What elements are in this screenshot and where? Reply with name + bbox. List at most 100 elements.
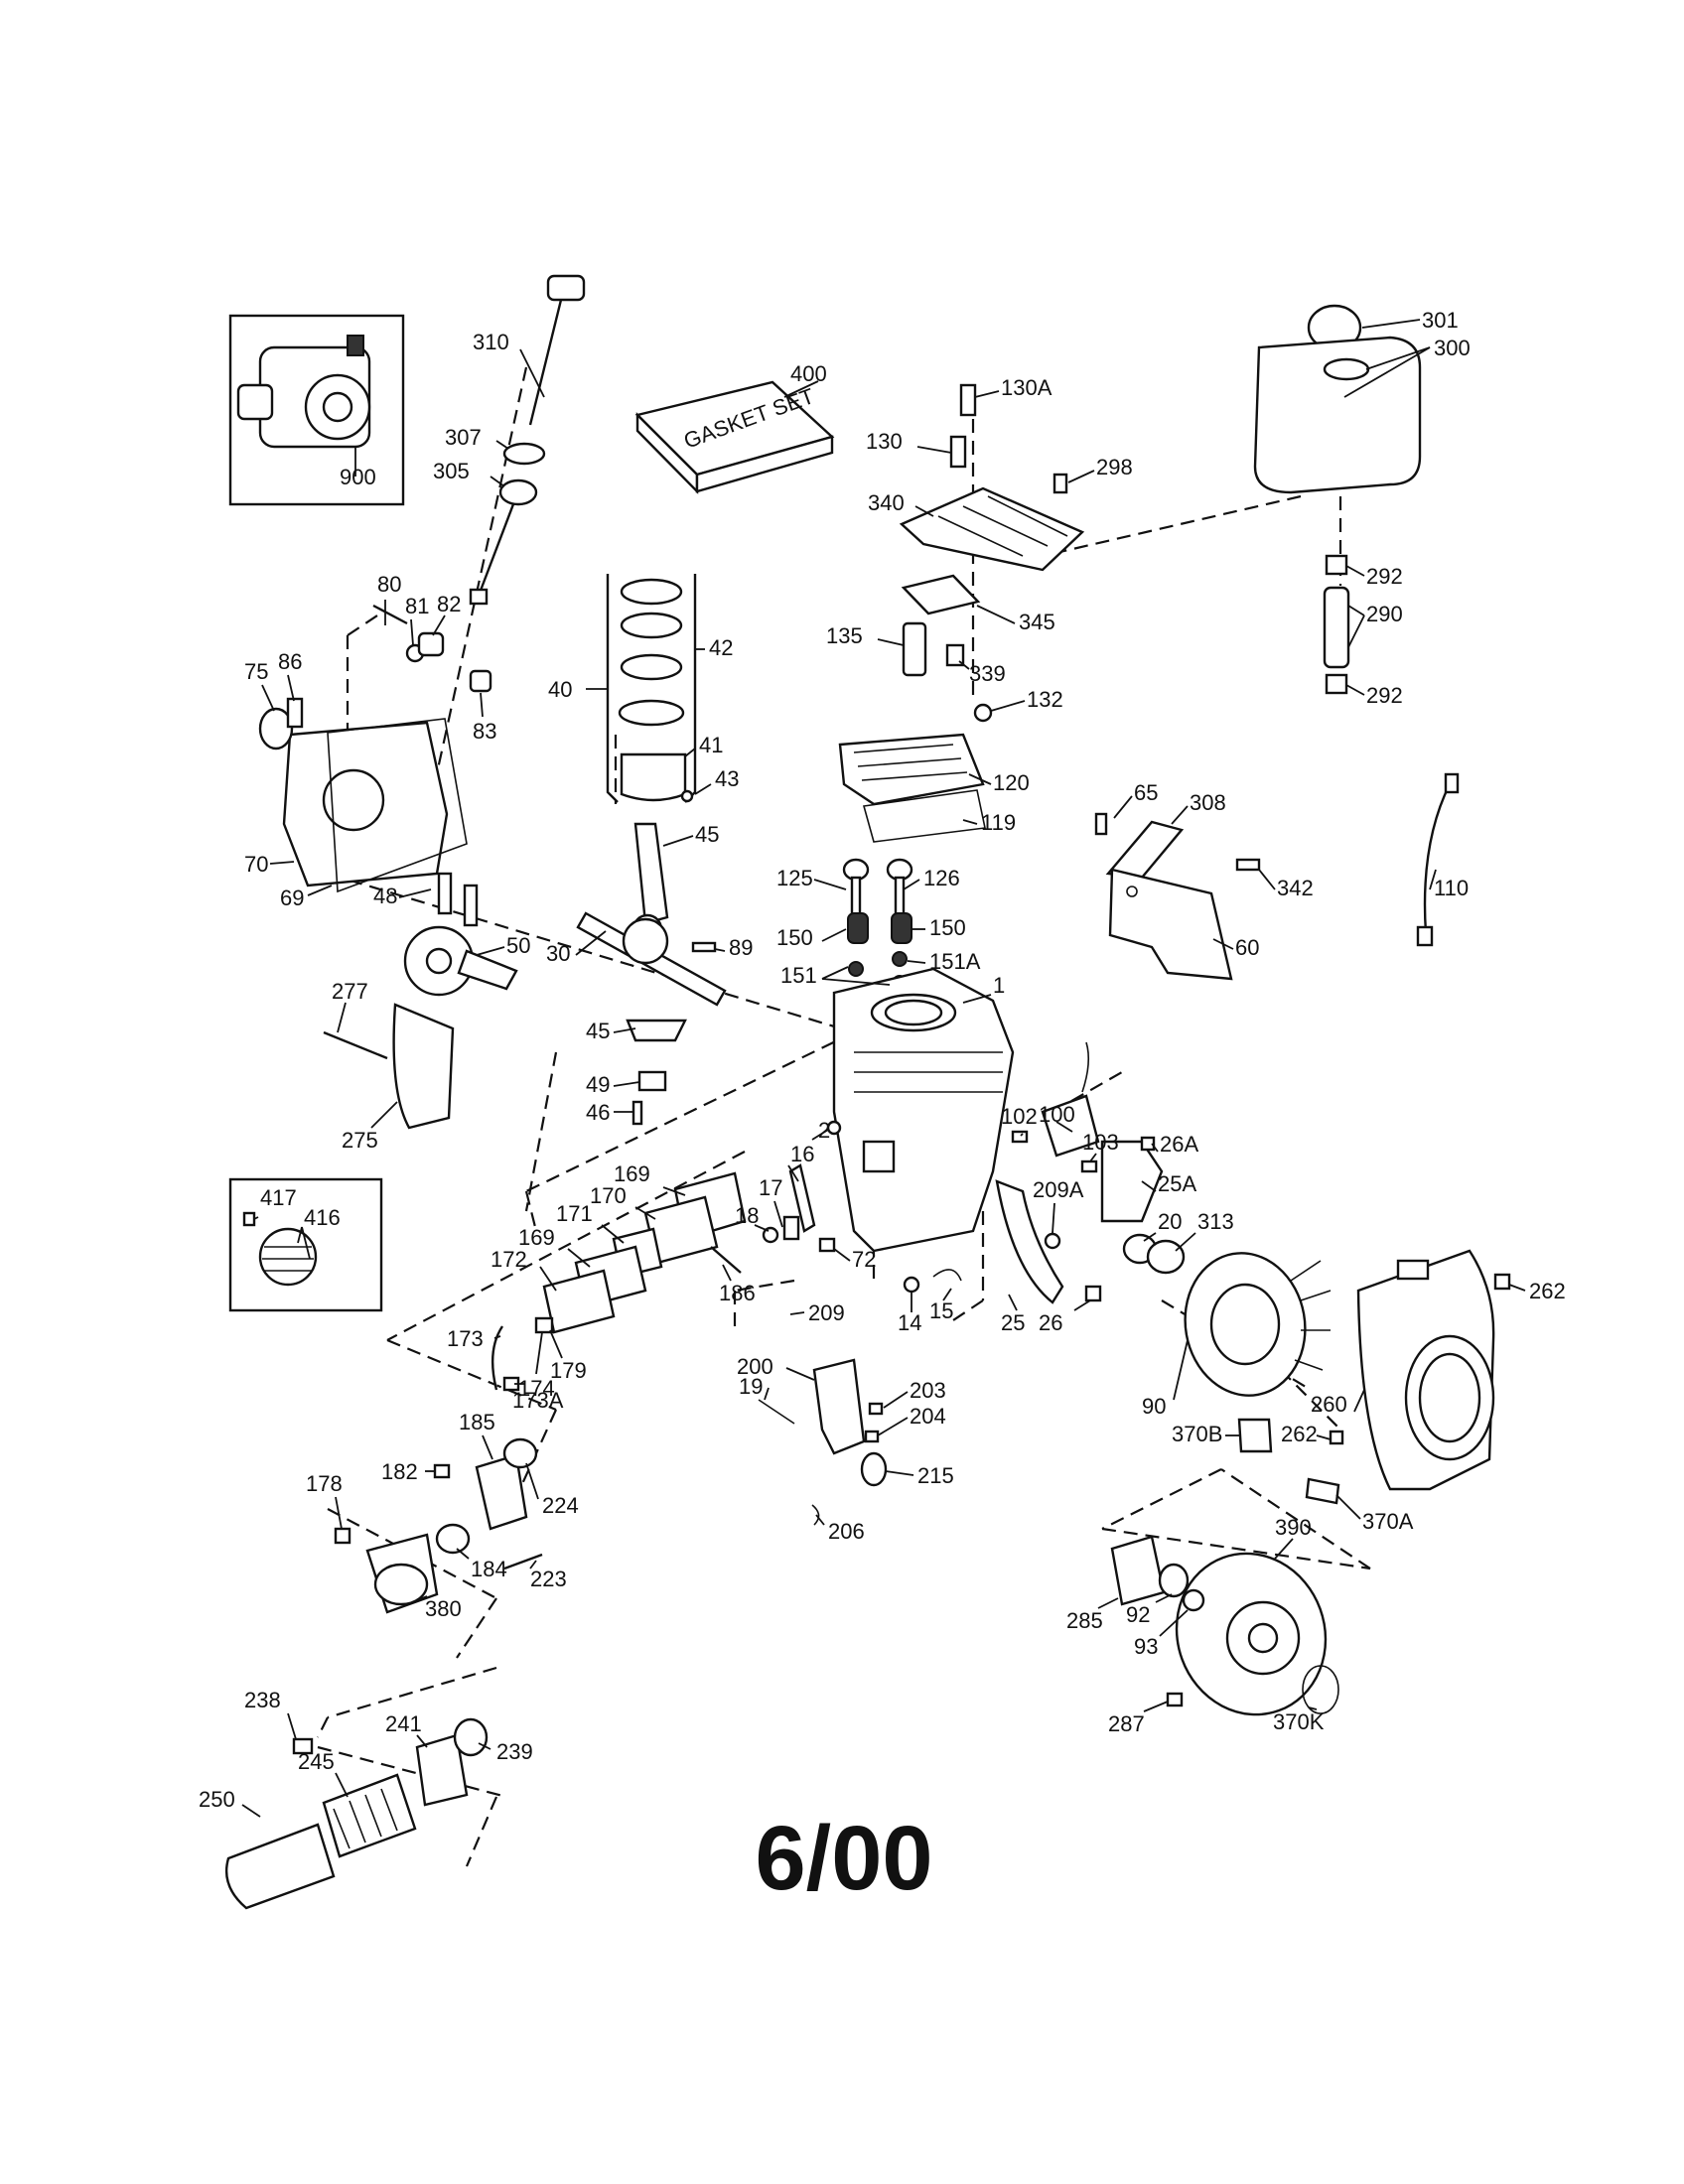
label-224: 224 [542,1493,579,1518]
cylinder-head [838,733,986,843]
cylinder-head-shield [899,486,1085,615]
label-298: 298 [1096,455,1133,479]
part-labels: 900 310 307 305 400 130A 130 298 340 345… [199,308,1566,1812]
label-340: 340 [868,490,905,515]
label-150: 150 [776,925,813,950]
label-18: 18 [735,1203,759,1228]
label-290: 290 [1366,602,1403,626]
label-173: 173 [447,1326,484,1351]
label-45: 45 [695,822,719,847]
label-82: 82 [437,592,461,616]
ignition-module [1011,1041,1100,1173]
label-86: 86 [278,649,302,674]
label-19: 19 [739,1374,763,1399]
label-173A: 173A [512,1388,564,1413]
label-81: 81 [405,594,429,618]
flywheel [1184,1252,1332,1397]
label-130A: 130A [1001,375,1052,400]
label-239: 239 [496,1739,533,1764]
label-110: 110 [1434,876,1469,900]
inset-box-900 [228,314,405,506]
label-307: 307 [445,425,482,450]
label-75: 75 [244,659,268,684]
label-1: 1 [993,973,1005,998]
label-215: 215 [917,1463,954,1488]
label-100: 100 [1039,1102,1075,1127]
shroud-bolts [1329,1273,1511,1445]
label-262: 262 [1529,1279,1566,1303]
spark-plug [902,621,993,723]
label-417: 417 [260,1185,297,1210]
label-185: 185 [459,1410,495,1434]
label-305: 305 [433,459,470,483]
ground-wire [1416,772,1460,947]
label-69: 69 [280,886,304,910]
label-900: 900 [340,465,376,489]
label-186: 186 [719,1281,756,1305]
engine-assembly-illustration [236,335,371,449]
label-370B: 370B [1172,1422,1222,1446]
label-14: 14 [898,1310,921,1335]
label-42: 42 [709,635,733,660]
label-25: 25 [1001,1310,1025,1335]
breather-tube [491,1316,554,1392]
label-30: 30 [546,941,570,966]
label-119: 119 [981,810,1016,835]
decals [1237,1418,1340,1505]
label-120: 120 [993,770,1030,795]
label-238: 238 [244,1688,281,1712]
label-48: 48 [373,884,397,908]
clip-part [811,1504,820,1526]
small-fasteners [818,1237,962,1294]
label-2: 2 [818,1118,830,1143]
label-16: 16 [790,1142,814,1166]
label-204: 204 [910,1404,946,1429]
label-370K: 370K [1273,1709,1325,1734]
label-172: 172 [491,1247,527,1272]
label-184: 184 [471,1557,507,1581]
label-200: 200 [737,1354,773,1379]
label-169b: 169 [518,1225,555,1250]
valves-and-springs [842,858,913,991]
label-203: 203 [910,1378,946,1403]
label-89: 89 [729,935,753,960]
air-filter [224,1717,489,1910]
label-15: 15 [929,1298,953,1323]
label-178: 178 [306,1471,343,1496]
label-83: 83 [473,719,496,744]
label-150b: 150 [929,915,966,940]
piston-assembly [606,574,697,803]
label-223: 223 [530,1567,567,1591]
label-287: 287 [1108,1711,1145,1736]
label-90: 90 [1142,1394,1166,1419]
label-339: 339 [969,661,1006,686]
label-260: 260 [1311,1392,1347,1417]
label-275: 275 [342,1128,378,1153]
label-310: 310 [473,330,509,354]
label-60: 60 [1235,935,1259,960]
label-92: 92 [1126,1602,1150,1627]
label-206: 206 [828,1519,865,1544]
fuel-line [1323,554,1350,695]
label-301: 301 [1422,308,1459,333]
leader-lines [241,319,1526,1818]
label-151A: 151A [929,949,981,974]
assembly-lines [317,366,1371,1867]
label-292b: 292 [1366,683,1403,708]
cylinder-block [832,967,1015,1253]
label-72: 72 [852,1247,876,1272]
brackets [1094,812,1261,981]
rod-cap [626,1019,687,1126]
label-241: 241 [385,1711,422,1736]
inset-box-416 [228,1177,383,1312]
label-209A: 209A [1033,1177,1084,1202]
label-40: 40 [548,677,572,702]
label-170: 170 [590,1183,627,1208]
label-277: 277 [332,979,368,1004]
screen-inset-illustration [242,1211,318,1287]
label-126: 126 [923,866,960,890]
crankcase-cover [258,697,468,893]
label-250: 250 [199,1787,235,1812]
label-135: 135 [826,623,863,648]
